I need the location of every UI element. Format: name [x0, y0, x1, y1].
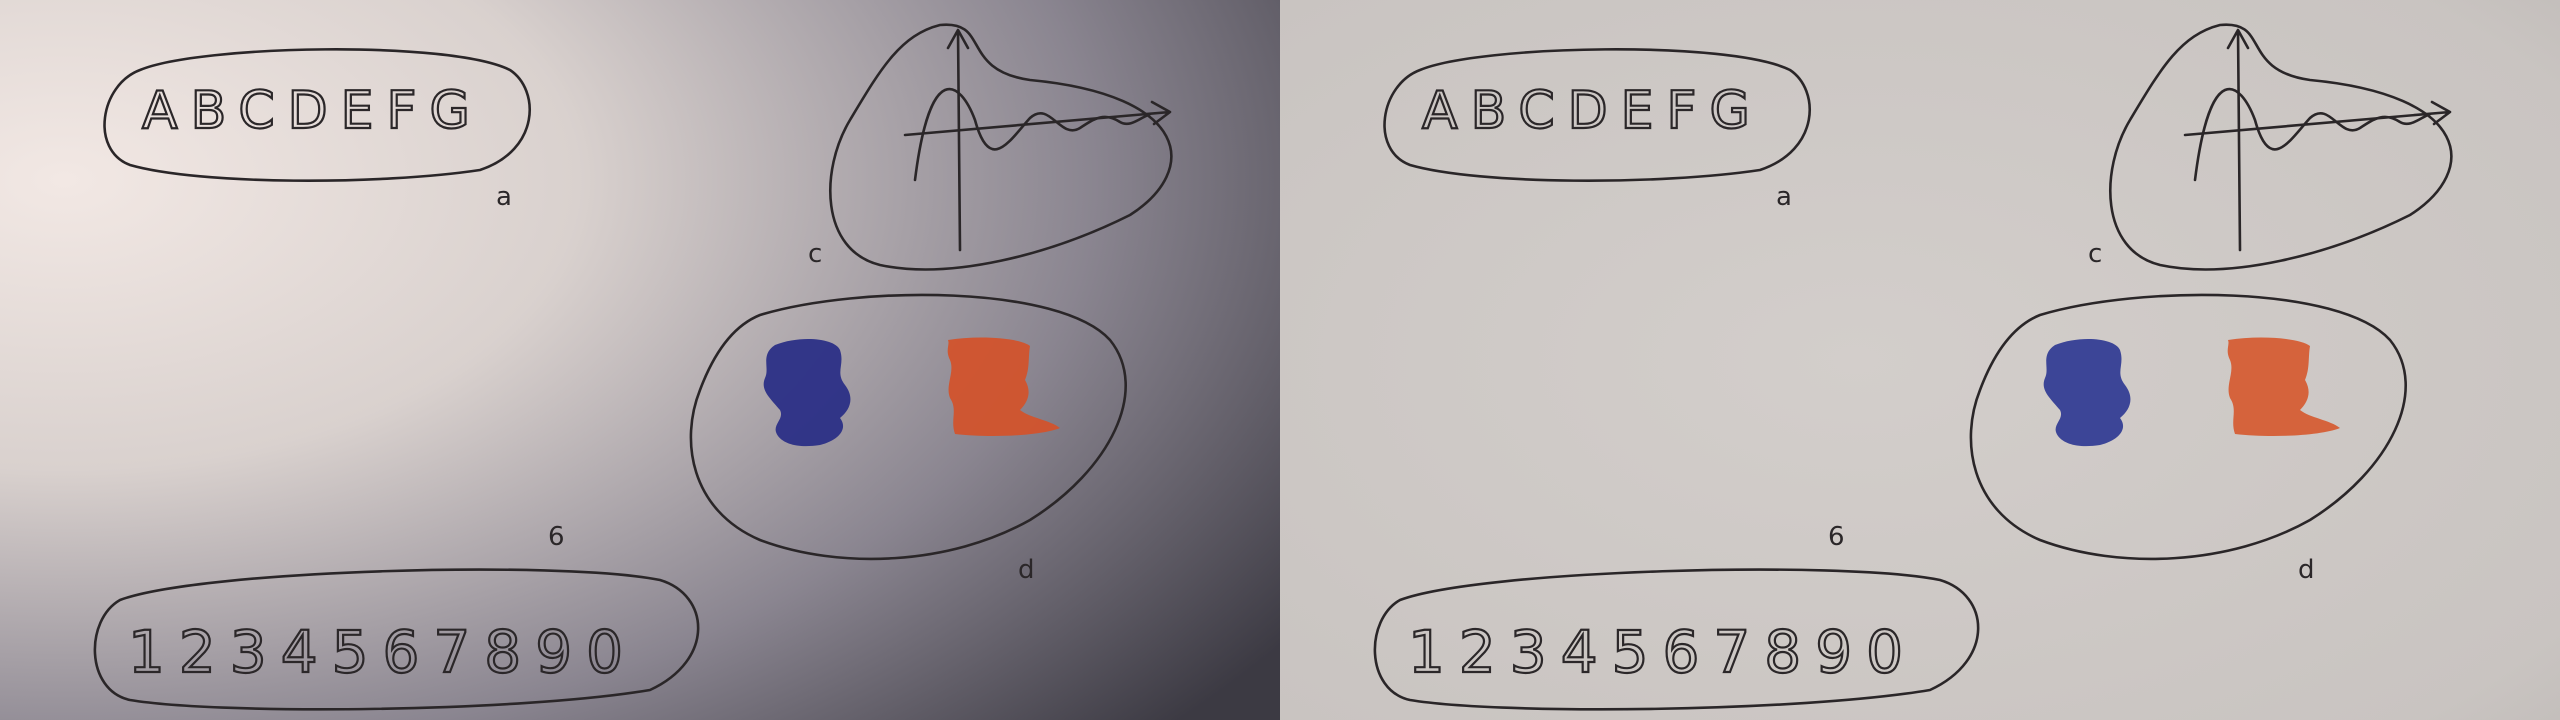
photo-panel-right: ABCDEFG a c d 6 1234567890 — [1280, 0, 2560, 720]
graph-y-axis — [946, 28, 970, 252]
label-a: a — [496, 182, 512, 212]
numbers-oval — [93, 568, 700, 711]
graph-y-axis — [2226, 28, 2250, 252]
graph-damped-wave — [913, 87, 1152, 182]
graph-outline — [2109, 23, 2453, 271]
whiteboard-sketch-left: ABCDEFG a c d 6 1234567890 — [0, 0, 1280, 720]
label-c: c — [2088, 239, 2102, 269]
swatch-orange — [2227, 337, 2340, 436]
letters-text: ABCDEFG — [1422, 81, 1763, 141]
numbers-text: 1234567890 — [1408, 618, 1917, 686]
letters-oval — [1383, 48, 1811, 182]
graph-x-axis — [903, 100, 1172, 137]
label-d: d — [1018, 555, 1035, 585]
graph-damped-wave — [2193, 87, 2432, 182]
swatch-blue — [2043, 338, 2131, 447]
graph-outline — [829, 23, 1173, 271]
swatch-orange — [947, 337, 1060, 436]
label-b: 6 — [548, 522, 565, 552]
label-d: d — [2298, 555, 2315, 585]
label-b: 6 — [1828, 522, 1845, 552]
swatch-oval — [689, 293, 1127, 561]
numbers-oval — [1373, 568, 1980, 711]
swatch-oval — [1969, 293, 2407, 561]
graph-x-axis — [2183, 100, 2452, 137]
whiteboard-sketch-right: ABCDEFG a c d 6 1234567890 — [1280, 0, 2560, 720]
letters-text: ABCDEFG — [142, 81, 483, 141]
label-c: c — [808, 239, 822, 269]
numbers-text: 1234567890 — [128, 618, 637, 686]
photo-panel-left: ABCDEFG a c d 6 1234567890 — [0, 0, 1280, 720]
label-a: a — [1776, 182, 1792, 212]
swatch-blue — [763, 338, 851, 447]
letters-oval — [103, 48, 531, 182]
